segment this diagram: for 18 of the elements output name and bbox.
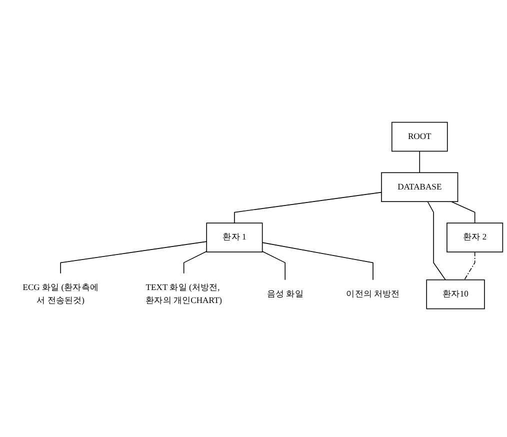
node-text: 이전의 처방전 bbox=[346, 289, 400, 298]
connector bbox=[183, 250, 208, 274]
tree-diagram: ROOT DATABASE 환자 1 환자 2 환자10 ECG 화일 (환자측에서 전송된것) TEXT 화일 (처방전, 환자의 개인CHART) 음성 화일 이전의 처방전 bbox=[0, 118, 507, 320]
connector bbox=[450, 200, 476, 224]
node-box bbox=[426, 279, 485, 309]
connector bbox=[262, 242, 374, 280]
node-text: 음성 화일 bbox=[266, 289, 304, 298]
connector bbox=[234, 192, 382, 224]
connector bbox=[419, 150, 420, 173]
node-text: TEXT 화일 (처방전, 환자의 개인CHART) bbox=[146, 282, 222, 305]
node-box bbox=[206, 222, 263, 252]
connector bbox=[60, 240, 208, 274]
node-box bbox=[391, 122, 448, 152]
node-box bbox=[381, 172, 458, 202]
connector bbox=[427, 200, 446, 280]
connector bbox=[464, 251, 476, 280]
node-text: ECG 화일 (환자측에서 전송된것) bbox=[22, 282, 98, 305]
node-box bbox=[446, 222, 504, 252]
